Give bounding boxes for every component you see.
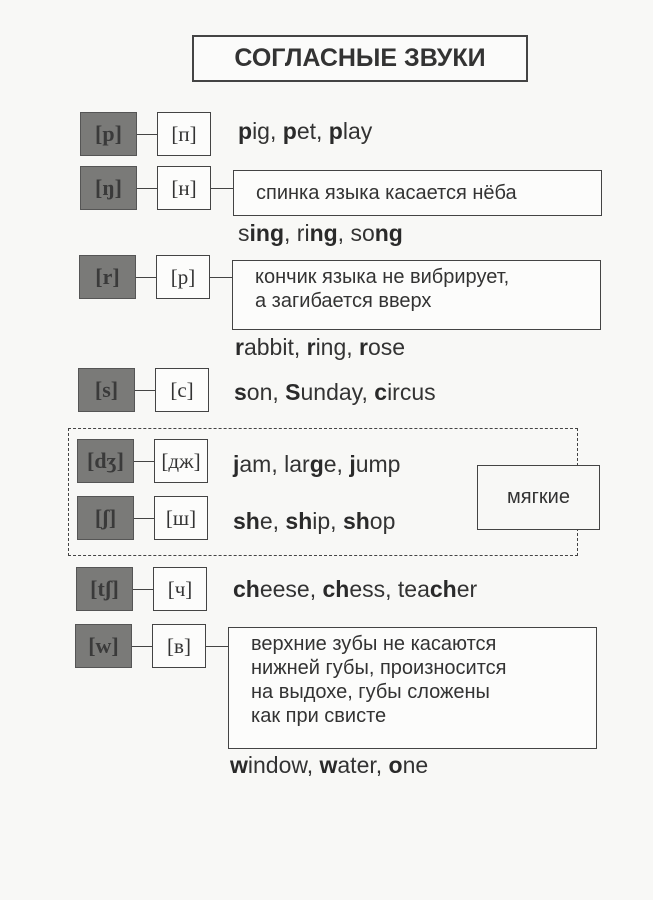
highlighted-letters: o [388,752,403,778]
example-words: sing, ring, song [238,220,403,247]
highlighted-letters: g [309,451,324,477]
example-words: cheese, chess, teacher [233,576,477,603]
word-text: e, [259,508,286,534]
russian-sound-box: [с] [155,368,209,412]
ipa-symbol-box: [r] [79,255,136,299]
word-text: am, lar [239,451,310,477]
soft-sounds-label: мягкие [477,465,600,530]
word-text: ater, [337,752,389,778]
connector-line [135,390,155,391]
highlighted-letters: j [349,451,356,477]
highlighted-letters: p [328,118,343,144]
word-text: , so [337,220,375,246]
highlighted-letters: w [230,752,248,778]
articulation-note: верхние зубы не касаются нижней губы, пр… [228,627,597,749]
word-text: ne [402,752,429,778]
example-words: window, water, one [230,752,428,779]
highlighted-letters: S [285,379,301,405]
highlighted-letters: j [233,451,240,477]
word-text: e, [323,451,350,477]
ipa-symbol-box: [w] [75,624,132,668]
word-text: on, [246,379,286,405]
highlighted-letters: sh [285,508,313,534]
highlighted-letters: w [319,752,338,778]
highlighted-letters: ing [249,220,285,246]
example-words: son, Sunday, circus [234,379,436,406]
word-text: op [369,508,396,534]
highlighted-letters: ch [429,576,457,602]
word-text: ig, [252,118,283,144]
word-text: ip, [312,508,343,534]
ipa-symbol-box: [ŋ] [80,166,137,210]
ipa-symbol-box: [tʃ] [76,567,133,611]
connector-line [137,134,157,135]
highlighted-letters: sh [342,508,370,534]
connector-line [136,277,156,278]
russian-sound-box: [н] [157,166,211,210]
highlighted-letters: r [359,334,368,360]
highlighted-letters: p [282,118,297,144]
russian-sound-box: [дж] [154,439,208,483]
articulation-note: кончик языка не вибрирует, а загибается … [232,260,601,330]
highlighted-letters: ch [233,576,260,602]
ipa-symbol-box: [s] [78,368,135,412]
connector-line [210,277,232,278]
highlighted-letters: ch [322,576,350,602]
articulation-note: спинка языка касается нёба [233,170,602,216]
connector-line [134,518,154,519]
example-words: pig, pet, play [238,118,372,145]
word-text: , ri [284,220,310,246]
word-text: eese, [259,576,323,602]
word-text: s [238,220,250,246]
example-words: jam, large, jump [233,451,400,478]
example-words: she, ship, shop [233,508,395,535]
word-text: ump [355,451,401,477]
word-text: indow, [247,752,320,778]
russian-sound-box: [п] [157,112,211,156]
ipa-symbol-box: [ʃ] [77,496,134,540]
connector-line [211,188,233,189]
word-text: lay [342,118,373,144]
word-text: et, [296,118,329,144]
connector-line [133,589,153,590]
highlighted-letters: c [374,379,388,405]
ipa-symbol-box: [dʒ] [77,439,134,483]
highlighted-letters: sh [233,508,260,534]
connector-line [137,188,157,189]
highlighted-letters: r [235,334,244,360]
connector-line [134,461,154,462]
russian-sound-box: [р] [156,255,210,299]
highlighted-letters: p [238,118,253,144]
russian-sound-box: [ш] [154,496,208,540]
highlighted-letters: ng [309,220,338,246]
word-text: ose [368,334,406,360]
ipa-symbol-box: [p] [80,112,137,156]
highlighted-letters: r [306,334,316,360]
word-text: ircus [387,379,436,405]
word-text: abbit, [243,334,307,360]
example-words: rabbit, ring, rose [235,334,405,361]
connector-line [206,646,228,647]
highlighted-letters: s [234,379,247,405]
russian-sound-box: [ч] [153,567,207,611]
highlighted-letters: ng [374,220,403,246]
word-text: ing, [315,334,360,360]
word-text: unday, [300,379,375,405]
connector-line [132,646,152,647]
russian-sound-box: [в] [152,624,206,668]
page-title: СОГЛАСНЫЕ ЗВУКИ [192,35,528,82]
word-text: er [456,576,478,602]
word-text: ess, tea [349,576,430,602]
